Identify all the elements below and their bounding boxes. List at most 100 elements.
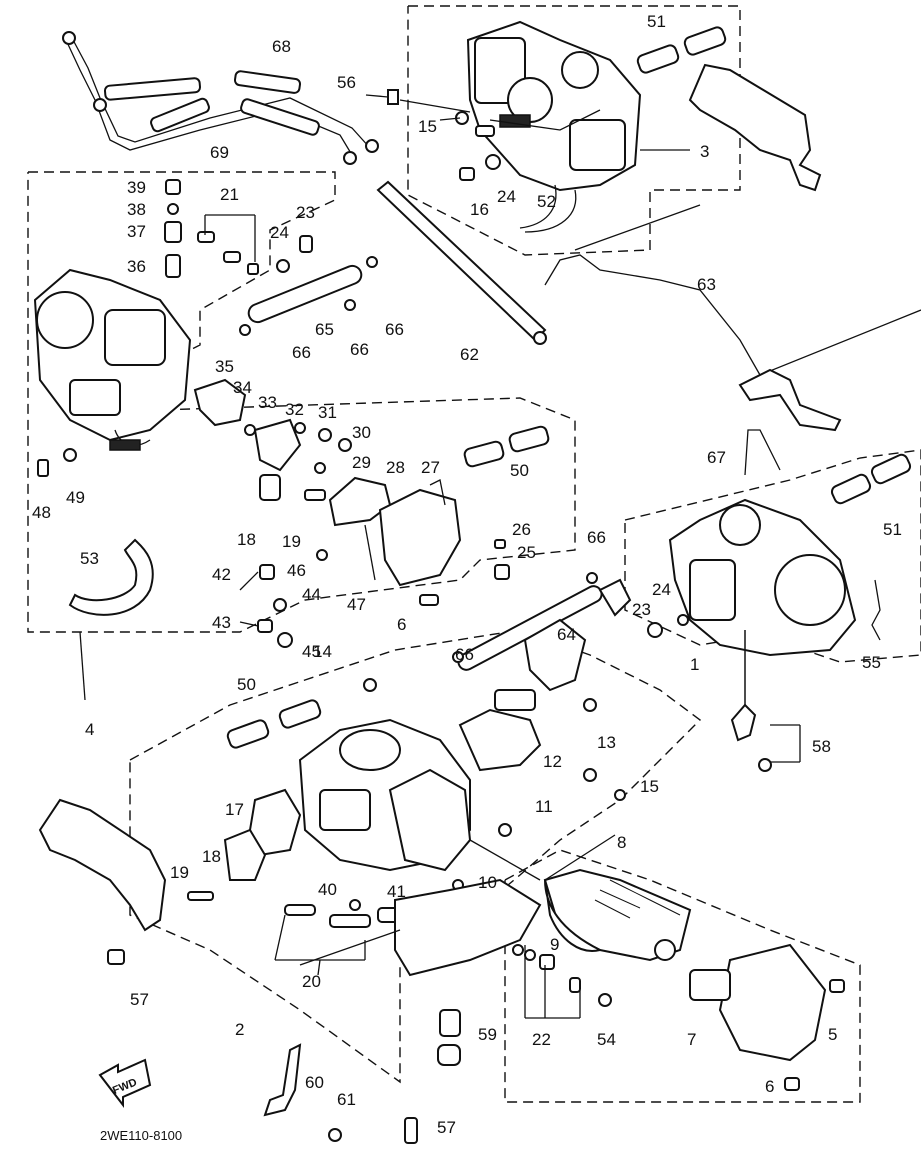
carburetor-assembly-1 [647, 429, 881, 657]
callout-35: 35 [215, 357, 234, 376]
clip-66 [452, 651, 464, 663]
plug-16 [459, 167, 475, 181]
hose-53 [68, 538, 154, 616]
callout-64: 64 [557, 625, 576, 644]
cap-39 [165, 179, 181, 195]
callout-18b: 18 [202, 847, 221, 866]
diaphragm-parts [187, 788, 399, 928]
callout-32: 32 [285, 400, 304, 419]
callout-50: 50 [510, 461, 529, 480]
needle-20 [284, 904, 316, 916]
callout-60: 60 [305, 1073, 324, 1092]
screw-19 [187, 891, 214, 901]
callout-12: 12 [543, 752, 562, 771]
drawing-code: 2WE110-8100 [100, 1128, 182, 1143]
callout-40: 40 [318, 880, 337, 899]
washer-24 [276, 259, 290, 273]
callout-19b: 19 [170, 863, 189, 882]
bracket-left [38, 798, 167, 932]
callout-43: 43 [212, 613, 231, 632]
screw-6 [784, 1077, 800, 1091]
callout-30: 30 [352, 423, 371, 442]
callout-13: 13 [597, 733, 616, 752]
callout-3: 3 [700, 142, 709, 161]
lever-60 [263, 1043, 418, 1144]
boundary-assembly-2 [129, 629, 702, 1084]
callout-49: 49 [66, 488, 85, 507]
callout-54: 54 [597, 1030, 616, 1049]
pipe-65 [239, 256, 378, 336]
jet-37 [164, 221, 182, 243]
callout-57b: 57 [437, 1118, 456, 1137]
boundary-assembly-4 [27, 171, 576, 633]
callout-14: 14 [313, 642, 332, 661]
callout-62: 62 [460, 345, 479, 364]
hose-69-segment-b [240, 98, 320, 136]
callout-11: 11 [535, 797, 553, 816]
callout-56: 56 [337, 73, 356, 92]
callout-26: 26 [512, 520, 531, 539]
spring-20 [329, 914, 371, 928]
callout-48: 48 [32, 503, 51, 522]
callout-46: 46 [287, 561, 306, 580]
callout-69: 69 [210, 143, 229, 162]
screw-11 [498, 823, 512, 837]
carburetor-assembly-3 [466, 20, 642, 229]
callout-24c: 24 [652, 580, 671, 599]
callout-36: 36 [127, 257, 146, 276]
cover-7 [689, 943, 845, 1091]
callout-39: 39 [127, 178, 146, 197]
carburetor-assembly-2 [298, 578, 632, 891]
callout-20: 20 [302, 972, 321, 991]
callout-33: 33 [258, 393, 277, 412]
callout-24: 24 [270, 223, 289, 242]
screw-61 [328, 1128, 342, 1142]
pipes-50-bottom [226, 699, 322, 749]
callout-7: 7 [687, 1030, 696, 1049]
cap-54 [598, 993, 612, 1007]
clip-66 [586, 572, 598, 584]
fwd-arrow-icon: FWD [98, 1058, 152, 1108]
hose-68-segment-b [103, 77, 202, 101]
callout-6b: 6 [765, 1077, 774, 1096]
callout-labels: 1 2 3 4 5 6 6 7 8 9 10 11 12 13 14 15 15… [32, 12, 902, 1137]
washer-24 [485, 154, 501, 170]
screw-5 [829, 979, 845, 993]
carburetor-assembly-4 [33, 268, 192, 451]
clip-66 [239, 324, 251, 336]
callout-66e: 66 [455, 645, 474, 664]
callout-31: 31 [318, 403, 337, 422]
callout-63: 63 [697, 275, 716, 294]
callout-34: 34 [233, 378, 252, 397]
callout-42: 42 [212, 565, 231, 584]
bracket-right-top [688, 63, 822, 192]
callout-67: 67 [707, 448, 726, 467]
boundary-assembly-3 [407, 5, 741, 256]
callout-51: 51 [647, 12, 666, 31]
callout-66c: 66 [292, 343, 311, 362]
callout-24b: 24 [497, 187, 516, 206]
clip-66 [344, 299, 356, 311]
callout-10: 10 [478, 873, 497, 892]
callout-2: 2 [235, 1020, 244, 1039]
callout-1: 1 [690, 655, 699, 674]
spring-21 [223, 251, 241, 263]
hose-clamp [343, 151, 357, 165]
screw-13 [583, 698, 597, 712]
float-chamber-parts [193, 378, 510, 648]
callout-47: 47 [347, 595, 366, 614]
callout-57: 57 [130, 990, 149, 1009]
boundary-airbox-group [504, 849, 861, 1103]
callout-66d: 66 [587, 528, 606, 547]
ring-40 [349, 899, 361, 911]
screw-23 [299, 235, 313, 253]
callout-22: 22 [532, 1030, 551, 1049]
callout-53: 53 [80, 549, 99, 568]
washer-21 [247, 263, 259, 275]
parts-22-54-59 [437, 944, 612, 1066]
jets-stack [164, 179, 313, 278]
callout-15: 15 [418, 117, 437, 136]
callout-23: 23 [296, 203, 315, 222]
callout-68: 68 [272, 37, 291, 56]
washer-24 [677, 614, 689, 626]
